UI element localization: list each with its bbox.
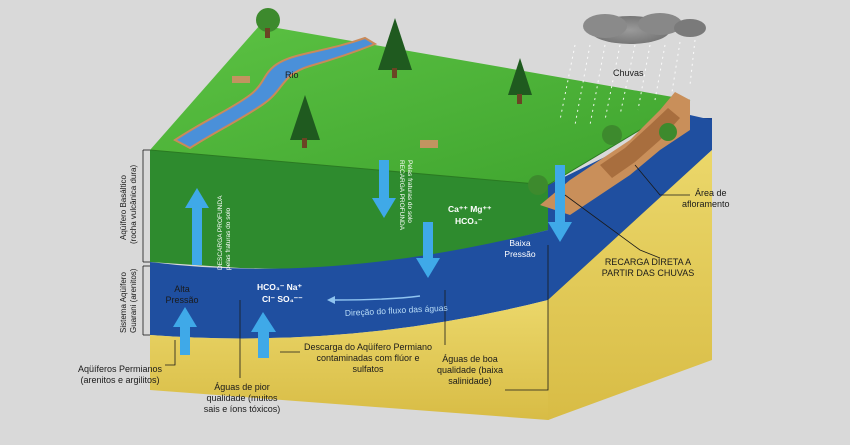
sistema-guarani-label-1: Sistema Aqüífero [119,272,128,333]
descarga-profunda-label-2: pelas fraturas do solo [225,207,232,270]
aguas-pior-label-3: sais e íons tóxicos) [204,404,281,414]
rain-cloud [583,13,706,44]
arrow-descarga-profunda [185,188,209,265]
descarga-permiano-label-1: Descarga do Aqüífero Permiano [304,342,432,352]
aguas-pior-label-2: qualidade (muitos [206,393,278,403]
outcrop-rocks-dark [600,108,680,178]
descarga-permiano-label-2: contaminadas com flúor e [316,353,419,363]
aguas-boa-label-1: Águas de boa [442,354,498,364]
rain [559,39,696,126]
descarga-permiano-label-3: sulfatos [352,364,384,374]
area-afloramento-label-1: Área de [695,188,727,198]
descarga-profunda-label-1: DESCARGA PROFUNDA [217,195,224,270]
aquifero-basaltico-label-2: (rocha vulcânica dura) [129,165,138,244]
area-afloramento-label-2: afloramento [682,199,730,209]
basalt-layer [150,150,548,270]
flow-direction-arrow [327,295,421,304]
right-sand-top [548,150,712,420]
rio-label: Rio [285,70,299,80]
leader-lines [165,164,690,391]
recarga-direta-label-2: PARTIR DAS CHUVAS [602,268,695,278]
recarga-direta-label-1: RECARGA DIRETA A [605,257,691,267]
tree-1 [378,18,412,78]
baixa-pressao-label-1: Baixa [509,238,531,248]
tree-2 [508,58,532,104]
sistema-guarani-label-2: Guarani (arenitos) [129,268,138,333]
chem-top-1: Ca⁺⁺ Mg⁺⁺ [448,204,492,214]
arrow-alta-pressao [173,307,197,355]
aquifero-basaltico-label-1: Aqüífero Basáltico [119,175,128,240]
recarga-profunda-label-2: Pelas fraturas do solo [406,160,413,223]
aquiferos-permianos-label-1: Aqüíferos Permianos [78,364,163,374]
aquiferos-permianos-label-2: (arenitos e argilitos) [80,375,159,385]
bush-3 [659,123,677,141]
tree-3 [290,95,320,148]
tree-4 [256,8,280,38]
permian-layer [150,300,548,420]
chem-bottom-2: Cl⁻ SO₄⁻⁻ [262,294,303,304]
recarga-profunda-label-1: RECARGA PROFUNDA [398,160,405,231]
arrow-recarga-profunda-2 [416,222,440,278]
cow [420,140,438,148]
chem-bottom-1: HCO₃⁻ Na⁺ [257,282,303,292]
bench [232,76,250,83]
arrow-descarga-permiano [251,312,276,358]
baixa-pressao-label-2: Pressão [504,249,535,259]
alta-pressao-label-1: Alta [174,284,190,294]
bush-2 [602,125,622,145]
aquifer-outcrop-band [548,115,712,300]
bush-1 [528,175,548,195]
left-brackets [142,149,150,336]
aguas-boa-label-3: salinidade) [448,376,492,386]
arrow-recarga-direta [548,165,572,242]
arrow-recarga-profunda-1 [372,160,396,218]
aguas-boa-label-2: qualidade (baixa [437,365,503,375]
river [173,36,378,150]
aguas-pior-label-1: Águas de pior [214,382,270,392]
guarani-aquifer-layer [150,230,548,339]
chem-top-2: HCO₃⁻ [455,216,483,226]
alta-pressao-label-2: Pressão [165,295,198,305]
chuvas-label: Chuvas [613,68,644,78]
